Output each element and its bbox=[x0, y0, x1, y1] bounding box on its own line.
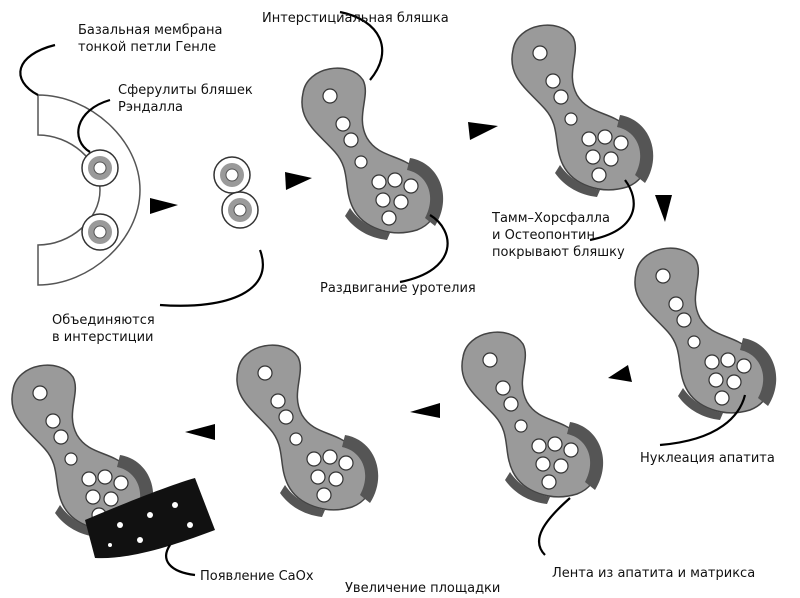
arrow-3 bbox=[468, 122, 498, 140]
caox-crystal-region bbox=[85, 478, 215, 559]
label-line: Сферулиты бляшек bbox=[118, 83, 253, 98]
label-line: Тамм–Хорсфалла bbox=[492, 211, 610, 226]
plaque-stage-1 bbox=[301, 67, 444, 241]
label-line: Рэндалла bbox=[118, 100, 184, 115]
arrow-4 bbox=[655, 195, 672, 222]
loop-of-henle-membrane bbox=[37, 94, 141, 286]
label-ribbon: Лента из апатита и матрикса bbox=[552, 566, 756, 581]
arrow-6 bbox=[410, 403, 440, 418]
label-line: Объединяются bbox=[52, 313, 155, 328]
plaque-stage-5 bbox=[236, 344, 379, 518]
label-line: в интерстиции bbox=[52, 330, 154, 345]
plaque-stage-2 bbox=[511, 24, 654, 198]
label-interstitial-plaque: Интерстициальная бляшка bbox=[262, 11, 449, 26]
plaque-stage-4 bbox=[461, 331, 604, 505]
arrow-2 bbox=[285, 172, 312, 190]
label-area: Увеличение площадки bbox=[345, 581, 501, 596]
merged-spherulites bbox=[213, 156, 259, 229]
plaque-stage-3 bbox=[634, 247, 777, 421]
label-merge: Объединяются в интерстиции bbox=[52, 312, 155, 346]
arrow-5 bbox=[608, 365, 632, 382]
leader-lines bbox=[19, 10, 747, 577]
label-tamm-horsfall: Тамм–Хорсфалла и Остеопонтин покрывают б… bbox=[492, 210, 625, 261]
arrow-1 bbox=[150, 198, 178, 214]
label-nucleation: Нуклеация апатита bbox=[640, 451, 775, 466]
label-line: покрывают бляшку bbox=[492, 245, 625, 260]
label-line: Базальная мембрана bbox=[78, 23, 223, 38]
arrow-7 bbox=[185, 424, 215, 440]
label-caox: Появление CaOx bbox=[200, 569, 314, 584]
label-line: и Остеопонтин bbox=[492, 228, 595, 243]
label-urothelium: Раздвигание уротелия bbox=[320, 281, 476, 296]
label-spherulites: Сферулиты бляшек Рэндалла bbox=[118, 82, 253, 116]
progression-arrows bbox=[150, 122, 672, 440]
label-basal-membrane: Базальная мембрана тонкой петли Генле bbox=[78, 22, 222, 56]
label-line: тонкой петли Генле bbox=[78, 40, 217, 55]
